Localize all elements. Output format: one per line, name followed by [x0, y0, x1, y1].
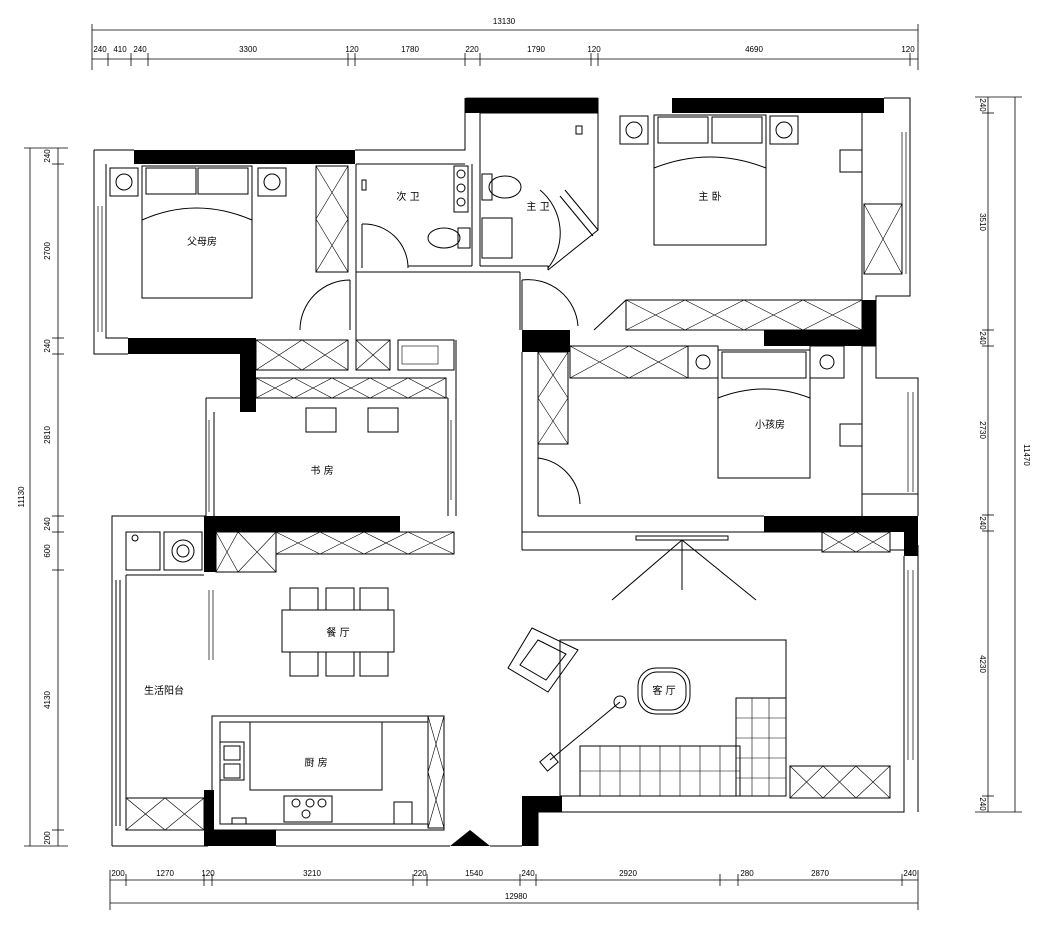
dim-bottom-segment: 1270 — [156, 869, 174, 878]
cabinets — [125, 165, 903, 831]
structural-walls — [128, 98, 918, 846]
parents-bed — [109, 165, 287, 299]
dim-right-segment: 240 — [978, 516, 987, 530]
dim-left-segment: 240 — [43, 517, 52, 531]
tv-unit — [611, 535, 757, 601]
dim-right-segment: 240 — [978, 797, 987, 811]
dim-top-segment: 120 — [901, 45, 915, 54]
room-label-parents-room: 父母房 — [187, 235, 217, 248]
room-label-living-room: 客 厅 — [652, 684, 675, 697]
dim-top-segment: 4690 — [745, 45, 763, 54]
dim-bottom-segment: 2920 — [619, 869, 637, 878]
dim-top-total: 13130 — [493, 17, 516, 26]
room-label-second-bath: 次 卫 — [396, 190, 419, 203]
dim-right-segment: 2730 — [978, 421, 987, 439]
room-label-master-bedroom: 主 卧 — [698, 190, 721, 203]
room-label-kids-room: 小孩房 — [755, 418, 785, 431]
dim-right-segment: 3510 — [978, 213, 987, 231]
dim-top-segment: 410 — [113, 45, 127, 54]
dim-bottom-total: 12980 — [505, 892, 528, 901]
dim-bottom-segment: 220 — [413, 869, 427, 878]
living-room-furniture — [507, 627, 787, 797]
dim-right-total: 11470 — [1022, 444, 1031, 466]
master-bath-fixtures — [481, 125, 583, 259]
dim-left-segment: 240 — [43, 339, 52, 353]
dim-bottom-segment: 1540 — [465, 869, 483, 878]
room-label-kitchen: 厨 房 — [304, 756, 327, 769]
dim-bottom-segment: 2870 — [811, 869, 829, 878]
dim-left-total: 11130 — [17, 486, 26, 508]
second-bath-fixtures — [361, 165, 471, 249]
dim-left-segment: 240 — [43, 149, 52, 163]
balcony-appliances — [125, 531, 203, 571]
room-label-dining-room: 餐 厅 — [326, 626, 349, 639]
room-label-master-bath: 主 卫 — [526, 201, 549, 213]
dim-left-segment: 2810 — [43, 426, 52, 444]
dimension-ticks — [52, 53, 994, 886]
dim-top-segment: 1790 — [527, 45, 545, 54]
study-chairs — [305, 407, 399, 433]
room-label-study: 书 房 — [310, 464, 333, 477]
dim-bottom-segment: 280 — [740, 869, 754, 878]
dim-left-segment: 2700 — [43, 242, 52, 260]
dining-table — [281, 587, 395, 677]
windows — [97, 97, 914, 760]
dim-top-segment: 1780 — [401, 45, 419, 54]
dim-left-segment: 200 — [43, 831, 52, 845]
dim-bottom-segment: 240 — [521, 869, 535, 878]
kitchen-fixtures — [219, 721, 413, 825]
dim-top-segment: 240 — [133, 45, 147, 54]
dim-top-segment: 3300 — [239, 45, 257, 54]
dim-bottom-segment: 200 — [111, 869, 125, 878]
dim-top-segment: 120 — [345, 45, 359, 54]
dim-left-segment: 600 — [43, 544, 52, 558]
master-bed — [619, 114, 863, 246]
dim-right-segment: 4230 — [978, 655, 987, 673]
room-label-utility-balcony: 生活阳台 — [144, 684, 184, 697]
dim-top-segment: 220 — [465, 45, 479, 54]
dim-bottom-segment: 240 — [903, 869, 917, 878]
dim-right-segment: 240 — [978, 331, 987, 345]
dim-top-segment: 120 — [587, 45, 601, 54]
dim-bottom-segment: 120 — [201, 869, 215, 878]
kids-bed — [695, 349, 863, 479]
dimension-lines — [24, 24, 1022, 910]
doors — [299, 189, 581, 506]
dim-bottom-segment: 3210 — [303, 869, 321, 878]
dim-right-segment: 240 — [978, 98, 987, 112]
dim-top-segment: 240 — [93, 45, 107, 54]
dim-left-segment: 4130 — [43, 691, 52, 709]
